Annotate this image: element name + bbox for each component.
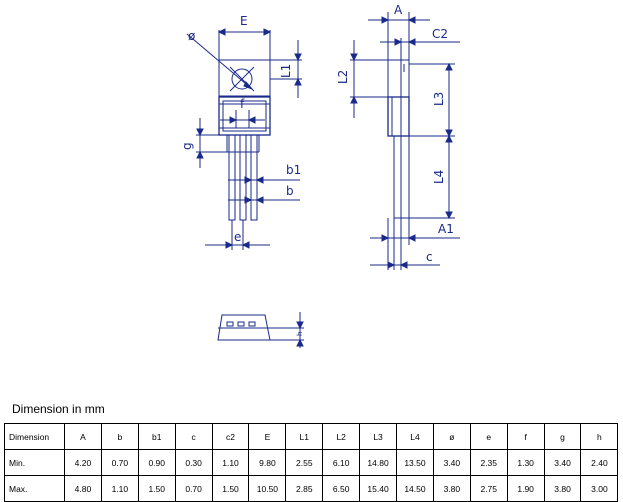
table-cell: e: [469, 423, 508, 450]
table-cell: 15.40: [359, 475, 398, 502]
table-cell: 3.80: [432, 475, 471, 502]
table-cell: 14.50: [396, 475, 434, 502]
table-cell: 4.20: [64, 449, 102, 476]
table-cell: 13.50: [396, 449, 434, 476]
table-cell: h: [580, 423, 619, 450]
table-row-max: Max. 4.80 1.10 1.50 0.70 1.50 10.50 2.85…: [4, 475, 619, 502]
table-cell: 3.40: [543, 449, 582, 476]
table-cell: 14.80: [359, 449, 398, 476]
label-A: A: [394, 3, 403, 17]
table-cell: 2.85: [285, 475, 324, 502]
table-cell: 1.90: [506, 475, 545, 502]
label-L4: L4: [432, 170, 446, 184]
label-b: b: [286, 184, 294, 198]
table-cell: Dimension: [4, 423, 65, 450]
label-c: c: [426, 250, 433, 264]
package-outline-drawing: E A C2 ø L1 L2 L3 L4 f g b1 b e A1 c h: [180, 3, 460, 348]
table-cell: 0.70: [174, 475, 213, 502]
table-cell: L4: [396, 423, 434, 450]
table-cell: A: [64, 423, 102, 450]
table-cell: 10.50: [248, 475, 287, 502]
table-cell: b1: [137, 423, 176, 450]
table-cell: L1: [285, 423, 324, 450]
table-cell: 3.40: [432, 449, 471, 476]
side-view: [350, 12, 460, 270]
table-cell: 0.30: [174, 449, 213, 476]
table-cell: 3.00: [580, 475, 619, 502]
table-cell: c2: [211, 423, 250, 450]
table-cell: ø: [432, 423, 471, 450]
label-h: h: [296, 332, 304, 336]
table-row-header: Dimension A b b1 c c2 E L1 L2 L3 L4 ø e …: [4, 423, 619, 450]
label-C2: C2: [432, 27, 448, 41]
label-L2: L2: [336, 70, 350, 84]
dimension-table: Dimension A b b1 c c2 E L1 L2 L3 L4 ø e …: [4, 423, 619, 502]
label-e: e: [234, 230, 241, 244]
label-b1: b1: [286, 163, 301, 177]
table-cell: g: [543, 423, 582, 450]
table-cell: E: [248, 423, 287, 450]
label-phi: ø: [188, 29, 195, 43]
table-cell: 2.55: [285, 449, 324, 476]
table-cell: 3.80: [543, 475, 582, 502]
table-cell: 4.80: [64, 475, 102, 502]
section-title: Dimension in mm: [12, 402, 105, 416]
front-view: [186, 28, 302, 250]
table-cell: 2.75: [469, 475, 508, 502]
table-cell: 1.50: [137, 475, 176, 502]
table-cell: 6.10: [322, 449, 361, 476]
table-cell: Max.: [4, 475, 65, 502]
table-cell: b: [100, 423, 139, 450]
table-cell: 6.50: [322, 475, 361, 502]
label-g: g: [180, 142, 194, 150]
table-cell: 0.90: [137, 449, 176, 476]
table-cell: f: [506, 423, 545, 450]
table-cell: L3: [359, 423, 398, 450]
table-cell: c: [174, 423, 213, 450]
label-A1: A1: [438, 222, 454, 236]
table-row-min: Min. 4.20 0.70 0.90 0.30 1.10 9.80 2.55 …: [4, 449, 619, 476]
table-cell: 9.80: [248, 449, 287, 476]
table-cell: 1.30: [506, 449, 545, 476]
table-cell: 0.70: [100, 449, 139, 476]
table-cell: 1.10: [100, 475, 139, 502]
table-cell: 2.35: [469, 449, 508, 476]
table-cell: Min.: [4, 449, 65, 476]
table-cell: 2.40: [580, 449, 619, 476]
table-cell: 1.50: [211, 475, 250, 502]
table-cell: 1.10: [211, 449, 250, 476]
label-f: f: [240, 97, 245, 111]
bottom-view: [217, 312, 304, 348]
label-E: E: [240, 14, 248, 28]
label-L3: L3: [432, 92, 446, 106]
table-cell: L2: [322, 423, 361, 450]
label-L1: L1: [279, 64, 293, 78]
